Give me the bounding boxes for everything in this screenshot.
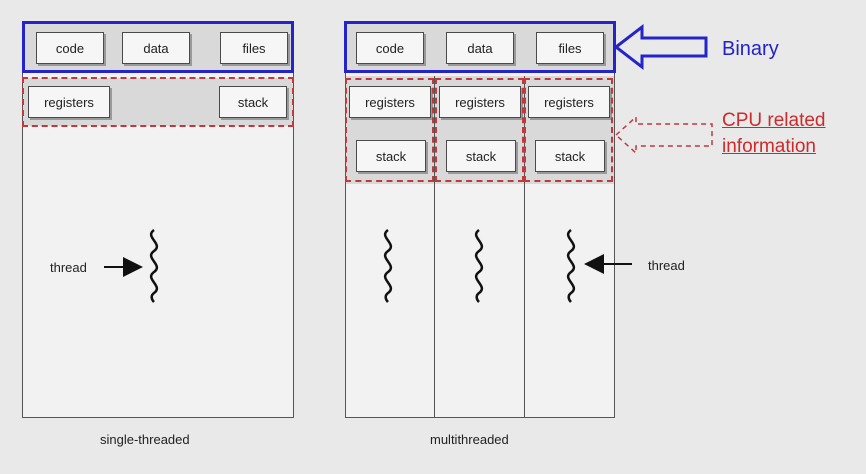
cpu-label-line-2: information bbox=[722, 136, 816, 157]
multi-thread-squiggle-2 bbox=[474, 228, 484, 303]
cpu-label-line-1: CPU related bbox=[722, 110, 826, 131]
cpu-related-label: CPU related information bbox=[722, 108, 826, 160]
multi-stack-box: stack bbox=[535, 140, 605, 172]
multi-cpu-outline-thread-1 bbox=[345, 78, 434, 182]
multi-thread-label: thread bbox=[648, 258, 685, 273]
multi-registers-box: registers bbox=[349, 86, 431, 118]
thread-divider bbox=[434, 76, 435, 418]
single-data-box: data bbox=[122, 32, 190, 64]
multi-registers-box: registers bbox=[528, 86, 610, 118]
thread-divider bbox=[524, 76, 525, 418]
single-caption: single-threaded bbox=[100, 432, 190, 447]
single-files-box: files bbox=[220, 32, 288, 64]
cpu-arrow bbox=[614, 115, 713, 155]
multi-files-box: files bbox=[536, 32, 604, 64]
binary-arrow bbox=[613, 23, 708, 71]
single-registers-box: registers bbox=[28, 86, 110, 118]
single-thread-label: thread bbox=[50, 260, 87, 275]
binary-label: Binary bbox=[722, 38, 779, 60]
multi-thread-squiggle-3 bbox=[566, 228, 576, 303]
multi-code-box: code bbox=[356, 32, 424, 64]
multi-thread-squiggle-1 bbox=[383, 228, 393, 303]
single-binary-outline bbox=[22, 21, 294, 73]
multi-caption: multithreaded bbox=[430, 432, 509, 447]
multi-cpu-outline-thread-3 bbox=[524, 78, 613, 182]
multi-stack-box: stack bbox=[356, 140, 426, 172]
multi-stack-box: stack bbox=[446, 140, 516, 172]
multi-data-box: data bbox=[446, 32, 514, 64]
single-thread-squiggle bbox=[149, 228, 159, 303]
single-stack-box: stack bbox=[219, 86, 287, 118]
single-code-box: code bbox=[36, 32, 104, 64]
multi-registers-box: registers bbox=[439, 86, 521, 118]
single-cpu-outline bbox=[22, 77, 294, 127]
multi-cpu-outline-thread-2 bbox=[435, 78, 524, 182]
